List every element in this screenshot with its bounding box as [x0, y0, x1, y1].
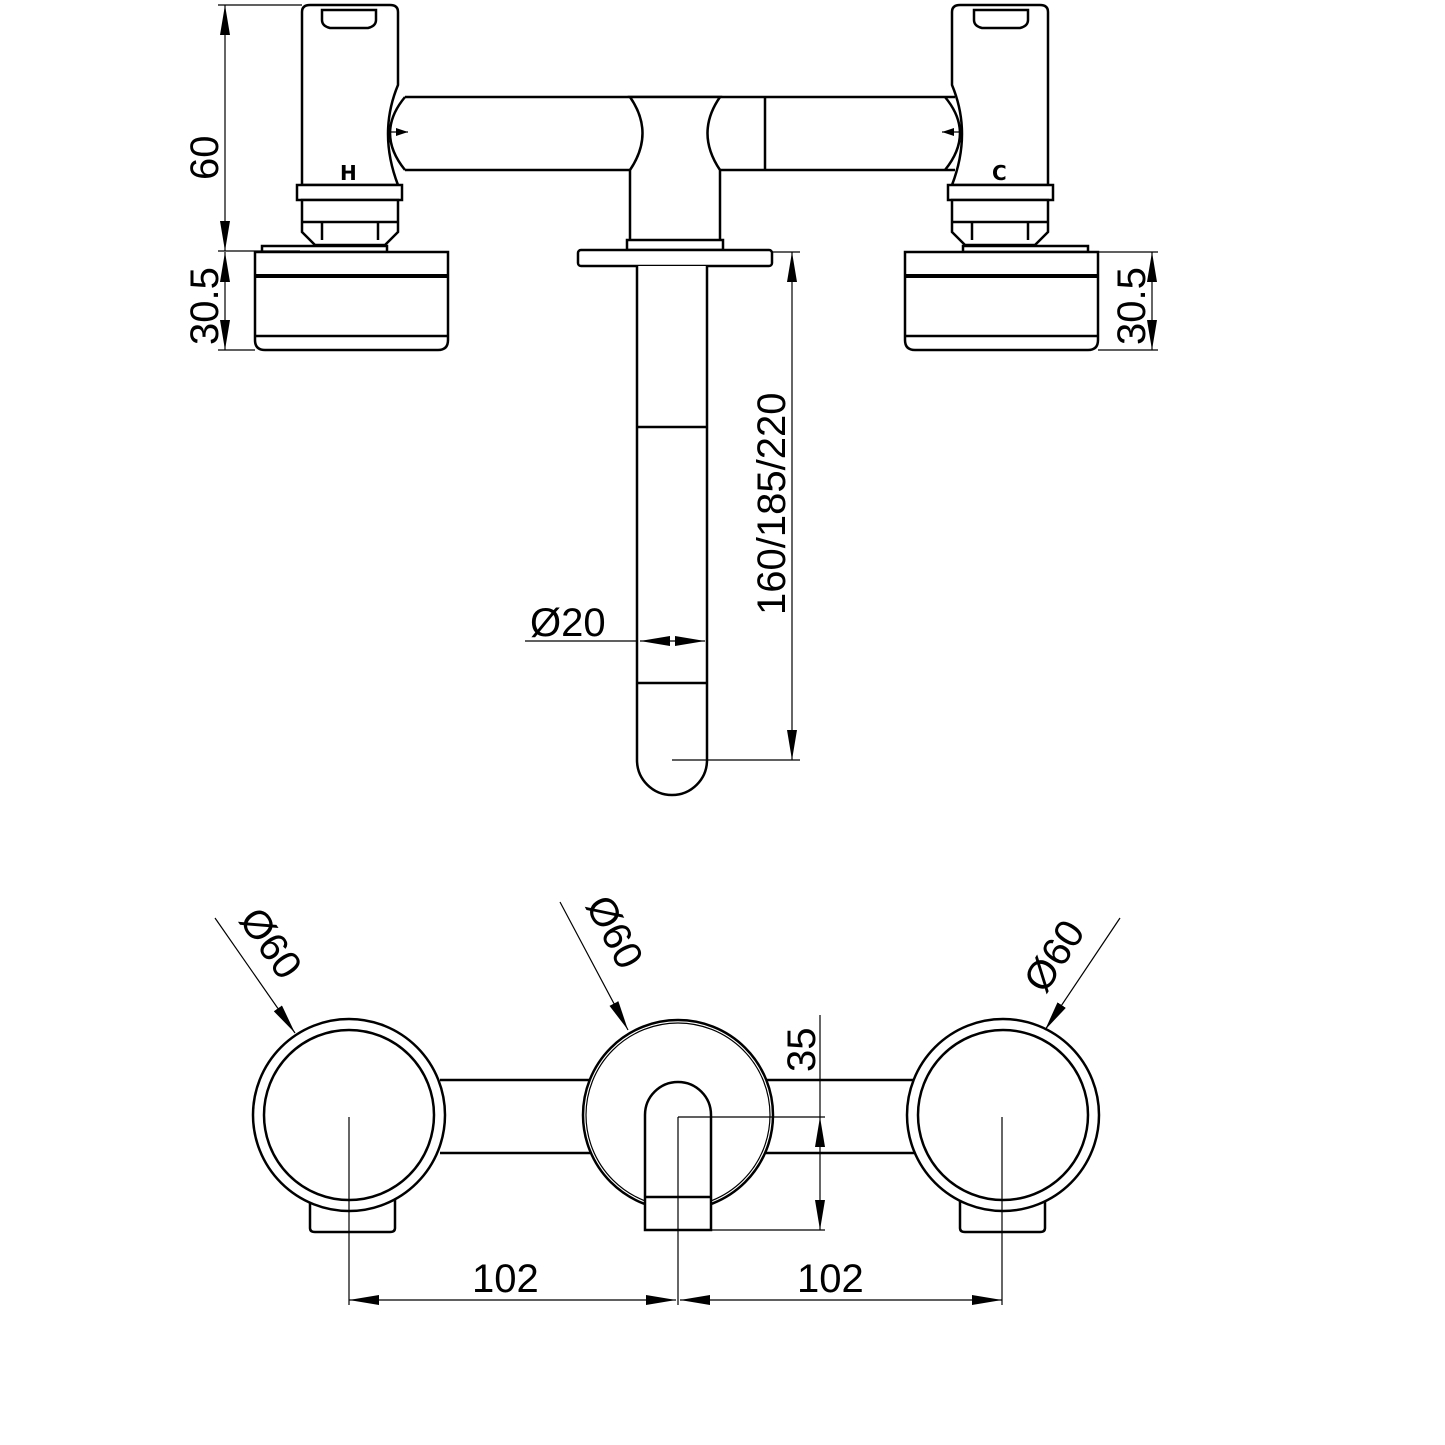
- hot-label: H: [340, 161, 357, 185]
- hot-handle[interactable]: H: [253, 3, 450, 352]
- dim-right-diameter: Ø60: [1016, 913, 1094, 1000]
- dim-left-diameter: Ø60: [231, 900, 310, 987]
- connecting-arms: [440, 1078, 915, 1155]
- dim-disc-right: 30.5: [1110, 267, 1154, 345]
- spout: [635, 266, 709, 797]
- dim-left-spacing: 102: [472, 1257, 539, 1301]
- cold-label: C: [992, 161, 1007, 185]
- dim-right-spacing: 102: [797, 1257, 864, 1301]
- right-handle-front[interactable]: [905, 1017, 1101, 1234]
- dim-spout-length: 160/185/220: [750, 393, 794, 615]
- top-view: H C 60 30.5 30.5 160/185/220: [183, 3, 1158, 797]
- dim-handle-height: 60: [183, 136, 227, 181]
- dim-center-diameter: Ø60: [577, 889, 651, 976]
- dim-spout-height: 35: [780, 1028, 824, 1073]
- front-view: 102 102 35 Ø60 Ø60 Ø60: [214, 889, 1121, 1305]
- dim-spout-diameter: Ø20: [530, 601, 606, 645]
- center-body: [576, 95, 774, 268]
- top-dimensions: 60 30.5 30.5 160/185/220 Ø20: [183, 4, 1158, 761]
- cold-handle[interactable]: C: [903, 3, 1100, 352]
- dim-disc-left: 30.5: [183, 267, 227, 345]
